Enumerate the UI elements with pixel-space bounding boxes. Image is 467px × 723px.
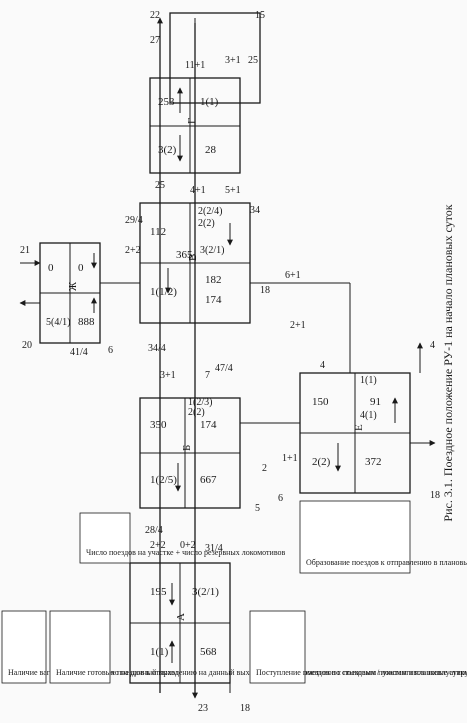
station-e-bot-left: 372 bbox=[365, 456, 382, 468]
label-3-1-b: 3+1 bbox=[225, 55, 241, 66]
station-g-top-left: 3(2) bbox=[158, 144, 177, 156]
label-1-1: 1+1 bbox=[282, 453, 298, 464]
station-e-top-left: 2(2) bbox=[312, 456, 331, 468]
label-18-a: 18 bbox=[240, 703, 250, 714]
station-a-bot-right: 3(2/1) bbox=[192, 586, 219, 598]
label-34-4: 34/4 bbox=[148, 343, 166, 354]
station-a-name: А bbox=[175, 613, 187, 621]
station-a-top-left: 1(1) bbox=[150, 646, 169, 658]
station-v-bot-left2: 182 bbox=[205, 274, 222, 286]
station-zh-name: Ж bbox=[68, 282, 79, 291]
label-21: 21 bbox=[20, 245, 30, 256]
label-23: 23 bbox=[198, 703, 208, 714]
label-0-2: 0+2 bbox=[180, 540, 196, 551]
station-v-bot-left: 174 bbox=[205, 294, 222, 306]
label-18-b: 18 bbox=[260, 285, 270, 296]
svg-text:Поступление поездов по стыковы: Поступление поездов по стыковым пунктам … bbox=[256, 668, 467, 677]
label-3-1-a: 3+1 bbox=[160, 370, 176, 381]
label-47-4: 47/4 bbox=[215, 363, 233, 374]
station-b-bot-right-top: 2(2) bbox=[188, 407, 205, 418]
note-count-text: Число поездов на участке + число резервн… bbox=[86, 548, 286, 557]
station-e-bot-right-bot: 1(1) bbox=[360, 375, 377, 386]
svg-text:Образование поездов к отправле: Образование поездов к отправлению в план… bbox=[306, 558, 467, 567]
note-arrival: Поступление поездов по стыковым пунктам … bbox=[249, 610, 467, 684]
label-5: 5 bbox=[255, 503, 260, 514]
station-b-bot-right: 174 bbox=[200, 419, 217, 431]
station-v-bot-right-top: 2(2) bbox=[198, 218, 215, 229]
connectors bbox=[19, 17, 436, 699]
label-20: 20 bbox=[22, 340, 32, 351]
station-v: 1(1/2) 112 365 174 182 3(2/1) 2(2) 2(2/4… bbox=[139, 202, 251, 324]
label-28-4: 28/4 bbox=[145, 525, 163, 536]
label-2-2-a: 2+2 bbox=[150, 540, 166, 551]
label-27: 27 bbox=[150, 35, 160, 46]
label-29-4: 29/4 bbox=[125, 215, 143, 226]
station-g-bot-right: 1(1) bbox=[200, 96, 219, 108]
note-count: Число поездов на участке + число резервн… bbox=[79, 512, 286, 564]
label-22: 22 bbox=[150, 10, 160, 21]
label-34: 34 bbox=[250, 205, 260, 216]
label-18-c: 18 bbox=[430, 490, 440, 501]
station-g-name: Г bbox=[186, 118, 198, 124]
label-4-b: 4 bbox=[430, 340, 435, 351]
station-b-top-right: 350 bbox=[150, 419, 167, 431]
station-e: 2(2) 150 372 91 4(1) 1(1) Е bbox=[299, 372, 411, 494]
svg-text:Число поездов на участке + чис: Число поездов на участке + число резервн… bbox=[86, 548, 286, 557]
station-e-top-right: 150 bbox=[312, 396, 329, 408]
label-25-b: 25 bbox=[248, 55, 258, 66]
station-e-bot-right: 91 bbox=[370, 396, 381, 408]
note-arrival-text: Поступление поездов по стыковым пунктам … bbox=[256, 668, 467, 677]
label-11-1: 11+1 bbox=[185, 60, 205, 71]
note-formation: Образование поездов к отправлению в план… bbox=[299, 500, 467, 574]
station-b-bot-right-bot: 1(2/3) bbox=[188, 397, 212, 408]
station-a-bot-left: 568 bbox=[200, 646, 217, 658]
line-labels: 23 18 18 18 28/4 31/4 0+2 2+2 5 2 1+1 6 … bbox=[20, 10, 440, 714]
station-g-top-right: 253 bbox=[158, 96, 175, 108]
station-v-mid: 365 bbox=[176, 249, 193, 261]
label-7: 7 bbox=[205, 370, 210, 381]
station-b-bot-left: 667 bbox=[200, 474, 217, 486]
label-25-a: 25 bbox=[155, 180, 165, 191]
station-v-top-left: 1(1/2) bbox=[150, 286, 177, 298]
label-2: 2 bbox=[262, 463, 267, 474]
label-31-4: 31/4 bbox=[205, 543, 223, 554]
station-v-bot-right-bot: 2(2/4) bbox=[198, 206, 222, 217]
station-v-top-right: 112 bbox=[150, 226, 166, 238]
station-e-bot-right-top: 4(1) bbox=[360, 410, 377, 421]
station-v-bot-mid: 3(2/1) bbox=[200, 245, 224, 256]
station-d bbox=[169, 12, 261, 104]
label-41-4: 41/4 bbox=[70, 347, 88, 358]
station-v-name: В bbox=[187, 254, 199, 261]
station-g-bot-left: 28 bbox=[205, 144, 217, 156]
label-15: 15 bbox=[255, 10, 265, 21]
label-6-b: 6 bbox=[108, 345, 113, 356]
note-formation-text: Образование поездов к отправлению в план… bbox=[306, 558, 467, 567]
label-5-1: 5+1 bbox=[225, 185, 241, 196]
label-4-a: 4 bbox=[320, 360, 325, 371]
station-a: 1(1) 195 568 3(2/1) А bbox=[129, 562, 231, 684]
figure-caption: Рис. 3.1. Поездное положение РУ-1 на нач… bbox=[441, 204, 455, 521]
station-zh-bot-left: 888 bbox=[78, 316, 95, 328]
station-b: 1(2/5) 350 667 174 2(2) 1(2/3) Б bbox=[139, 397, 241, 509]
station-zh: 5(4/1) 0 888 0 Ж bbox=[39, 242, 101, 344]
label-2-2-b: 2+2 bbox=[125, 245, 141, 256]
station-e-name: Е bbox=[353, 424, 365, 431]
station-zh-top-left: 5(4/1) bbox=[46, 317, 70, 328]
label-4-1: 4+1 bbox=[190, 185, 206, 196]
label-6-1: 6+1 bbox=[285, 270, 301, 281]
station-b-top-left: 1(2/5) bbox=[150, 474, 177, 486]
label-2-1: 2+1 bbox=[290, 320, 306, 331]
station-b-name: Б bbox=[181, 445, 193, 451]
station-a-top-right: 195 bbox=[150, 586, 167, 598]
station-zh-top-right: 0 bbox=[48, 262, 54, 274]
label-6-a: 6 bbox=[278, 493, 283, 504]
station-zh-bot-right: 0 bbox=[78, 262, 84, 274]
